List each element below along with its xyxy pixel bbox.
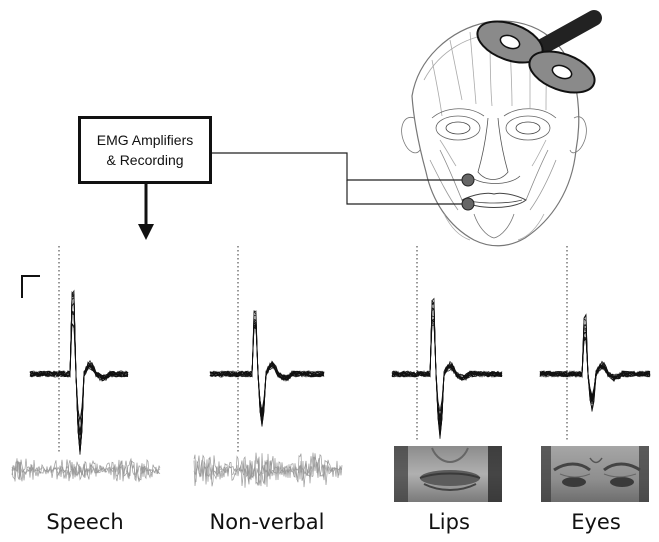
electrode-dot-lower — [462, 198, 474, 210]
waveform-trace — [540, 315, 650, 412]
waveform-lips — [392, 299, 502, 439]
amplifier-label-line1: EMG Amplifiers — [97, 130, 193, 150]
raw-emg-trace-speech — [12, 458, 160, 481]
scale-bar — [22, 276, 40, 298]
condition-label-nonverbal: Non-verbal — [187, 510, 347, 534]
waveform-trace — [392, 324, 502, 418]
waveform-nonverbal — [210, 310, 324, 426]
condition-label-lips: Lips — [369, 510, 529, 534]
emg-amplifiers-box: EMG Amplifiers & Recording — [78, 116, 212, 184]
condition-label-speech: Speech — [5, 510, 165, 534]
down-arrow-icon — [138, 184, 154, 240]
condition-label-eyes: Eyes — [516, 510, 659, 534]
waveform-trace — [540, 315, 650, 407]
electrode-dot-upper — [462, 174, 474, 186]
waveform-trace — [392, 307, 502, 428]
eyes-photo — [541, 446, 649, 502]
amplifier-label-line2: & Recording — [106, 150, 183, 170]
stimulus-onset-lines — [59, 246, 567, 452]
waveform-trace — [210, 310, 324, 422]
raw-emg-trace-nonverbal — [194, 453, 342, 488]
waveform-speech — [30, 291, 128, 455]
waveform-trace — [210, 323, 324, 414]
waveform-eyes — [540, 315, 650, 412]
lips-photo — [394, 446, 502, 502]
waveform-trace — [540, 319, 650, 409]
